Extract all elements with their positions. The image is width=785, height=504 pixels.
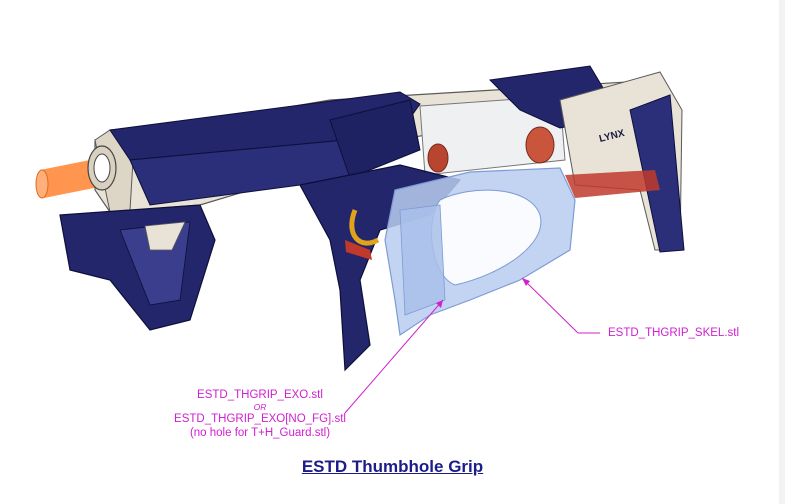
exo-part-label-block: ESTD_THGRIP_EXO.stl OR ESTD_THGRIP_EXO[N… [160, 388, 360, 440]
skel-part-label: ESTD_THGRIP_SKEL.stl [608, 327, 740, 339]
page-edge-shadow [779, 0, 785, 504]
foregrip [59, 204, 216, 331]
exo-nofg-part-label: ESTD_THGRIP_EXO[NO_FG].stl [174, 413, 346, 425]
skel-leader [521, 277, 600, 334]
exo-part-label: ESTD_THGRIP_EXO.stl [197, 389, 323, 401]
thumbhole-grip-part [384, 167, 576, 337]
rail-shroud [109, 91, 421, 206]
exo-note-label: (no hole for T+H_Guard.stl) [189, 427, 331, 439]
stock: LYNX [488, 65, 685, 253]
exo-leader [344, 299, 444, 414]
exo-or-label: OR [253, 402, 267, 412]
diagram-title: ESTD Thumbhole Grip [301, 457, 484, 476]
